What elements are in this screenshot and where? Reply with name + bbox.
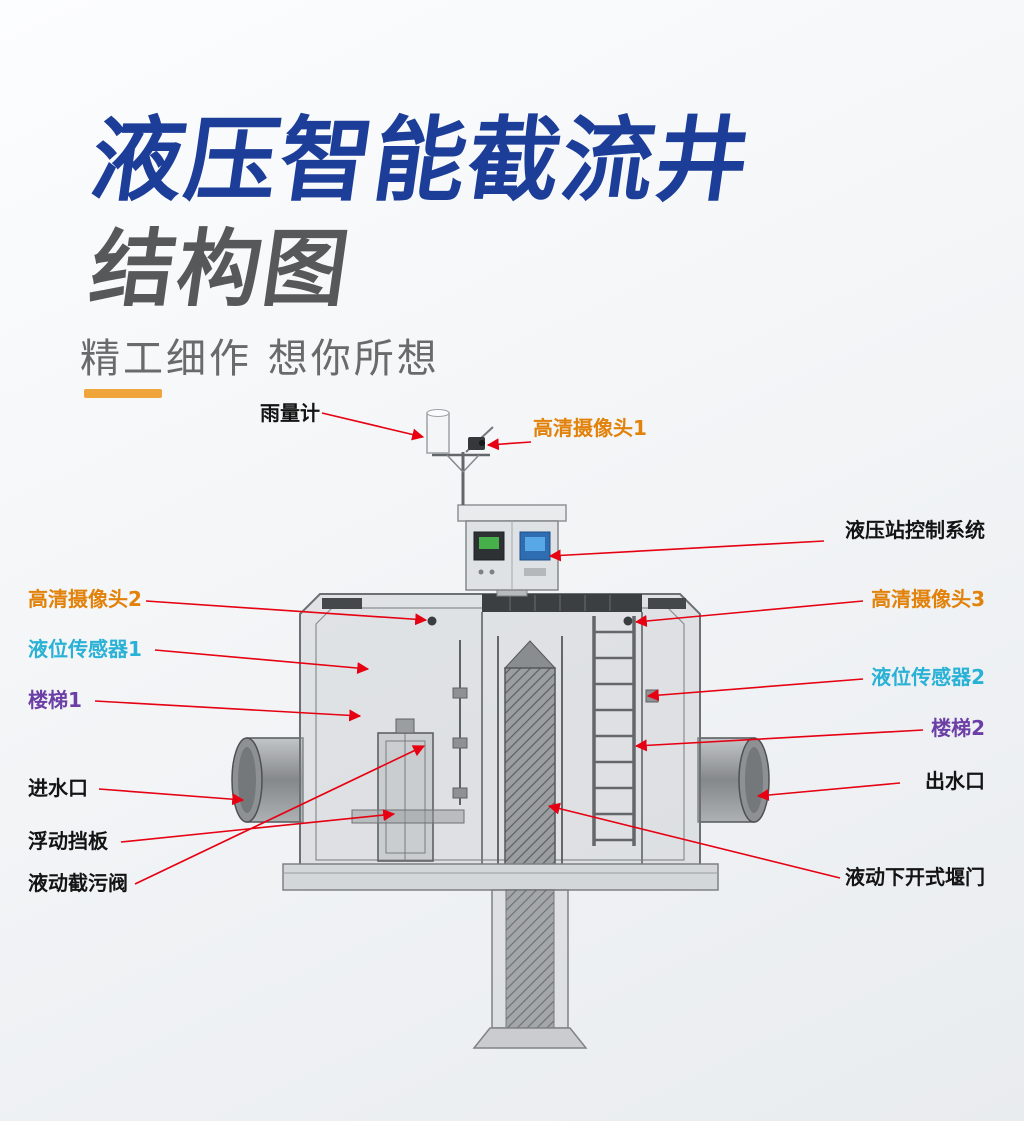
hd-camera-2-device (427, 616, 437, 626)
tagline: 精工细作 想你所想 (80, 336, 440, 382)
label-hydraulic-control-system: 液压站控制系统 (845, 518, 985, 542)
label-outlet: 出水口 (925, 769, 985, 793)
label-hd-camera-1: 高清摄像头1 (533, 416, 647, 440)
label-level-sensor-1: 液位传感器1 (28, 637, 142, 661)
level-sensor-1-device (452, 640, 468, 805)
weir-gate-device (497, 636, 563, 867)
outlet-pipe (697, 737, 770, 823)
interception-valve-device (377, 718, 434, 862)
label-weir-gate: 液动下开式堰门 (845, 865, 985, 889)
pedestal (472, 889, 588, 1049)
label-rain-gauge: 雨量计 (260, 401, 320, 425)
label-floating-baffle: 浮动挡板 (28, 829, 108, 853)
label-hd-camera-2: 高清摄像头2 (28, 587, 142, 611)
label-stairs-1: 楼梯1 (28, 688, 82, 712)
label-level-sensor-2: 液位传感器2 (871, 665, 985, 689)
base-flange (282, 863, 719, 891)
hd-camera-3-device (623, 616, 633, 626)
well-tank (299, 593, 701, 869)
rain-gauge-assembly (426, 409, 494, 505)
hd-camera-1-device (468, 437, 485, 450)
label-interception-valve: 液动截污阀 (28, 871, 128, 895)
label-inlet: 进水口 (28, 776, 88, 800)
floating-baffle-device (351, 809, 465, 824)
accent-underline (84, 389, 162, 398)
ladder-device (592, 616, 636, 846)
annotation-arrows (94, 412, 924, 885)
label-stairs-2: 楼梯2 (931, 716, 985, 740)
control-cabinet (457, 504, 567, 597)
label-hd-camera-3: 高清摄像头3 (871, 587, 985, 611)
